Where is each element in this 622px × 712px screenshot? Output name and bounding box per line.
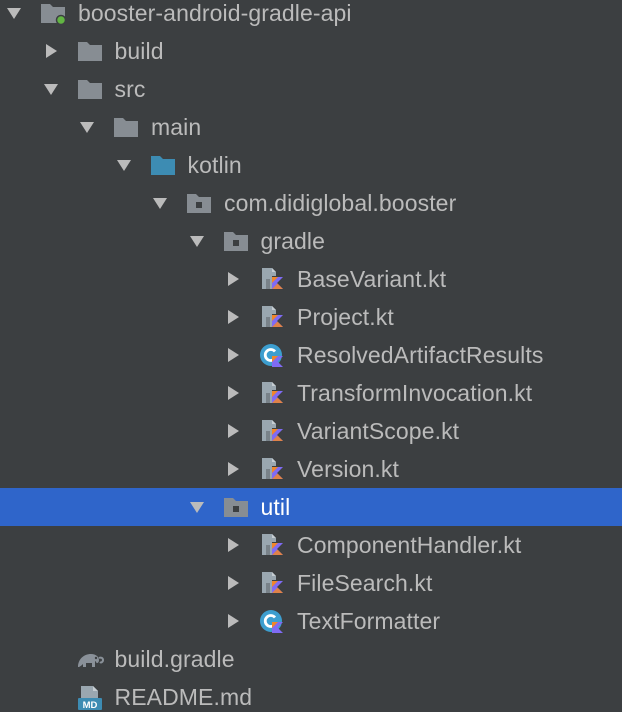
package-icon	[223, 495, 249, 519]
tree-item-label: ComponentHandler.kt	[297, 532, 522, 558]
expand-arrow-down-icon[interactable]	[152, 195, 168, 211]
source-folder-icon	[150, 153, 176, 177]
tree-row-variantscope-kt[interactable]: VariantScope.kt	[0, 412, 622, 450]
folder-icon	[113, 115, 139, 139]
kotlin-class-icon	[259, 609, 285, 633]
kotlin-file-icon	[259, 571, 285, 595]
tree-row-kotlin[interactable]: kotlin	[0, 146, 622, 184]
folder-icon	[77, 39, 103, 63]
expand-arrow-down-icon[interactable]	[189, 233, 205, 249]
tree-item-label: ResolvedArtifactResults	[297, 342, 544, 368]
kotlin-file-icon	[259, 419, 285, 443]
tree-item-label: com.didiglobal.booster	[224, 190, 457, 216]
markdown-file-icon: MD	[77, 685, 103, 711]
tree-row-build[interactable]: build	[0, 32, 622, 70]
kotlin-class-icon	[259, 343, 285, 367]
tree-item-label: TextFormatter	[297, 608, 441, 634]
folder-icon	[77, 77, 103, 101]
tree-row-readme-md[interactable]: MD README.md	[0, 678, 622, 712]
tree-row-src[interactable]: src	[0, 70, 622, 108]
tree-item-label: BaseVariant.kt	[297, 266, 447, 292]
kotlin-file-icon	[259, 457, 285, 481]
tree-row-transforminvocation-kt[interactable]: TransformInvocation.kt	[0, 374, 622, 412]
tree-row-componenthandler-kt[interactable]: ComponentHandler.kt	[0, 526, 622, 564]
collapse-arrow-right-icon[interactable]	[225, 461, 241, 477]
tree-item-label: src	[114, 76, 146, 102]
tree-row-booster-android-gradle-api[interactable]: booster-android-gradle-api	[0, 0, 622, 32]
expand-arrow-down-icon[interactable]	[116, 157, 132, 173]
tree-item-label: README.md	[114, 684, 253, 710]
collapse-arrow-right-icon[interactable]	[43, 43, 59, 59]
tree-row-textformatter[interactable]: TextFormatter	[0, 602, 622, 640]
tree-item-label: TransformInvocation.kt	[297, 380, 533, 406]
tree-row-resolvedartifactresults[interactable]: ResolvedArtifactResults	[0, 336, 622, 374]
package-icon	[186, 191, 212, 215]
package-icon	[223, 229, 249, 253]
tree-item-label: build.gradle	[114, 646, 235, 672]
tree-row-build-gradle[interactable]: build.gradle	[0, 640, 622, 678]
collapse-arrow-right-icon[interactable]	[225, 347, 241, 363]
collapse-arrow-right-icon[interactable]	[225, 423, 241, 439]
expand-arrow-down-icon[interactable]	[43, 81, 59, 97]
tree-item-label: kotlin	[187, 152, 242, 178]
tree-row-filesearch-kt[interactable]: FileSearch.kt	[0, 564, 622, 602]
collapse-arrow-right-icon[interactable]	[225, 537, 241, 553]
tree-item-label: main	[151, 114, 202, 140]
tree-row-basevariant-kt[interactable]: BaseVariant.kt	[0, 260, 622, 298]
kotlin-file-icon	[259, 305, 285, 329]
tree-row-util[interactable]: util	[0, 488, 622, 526]
tree-item-label: FileSearch.kt	[297, 570, 433, 596]
tree-row-main[interactable]: main	[0, 108, 622, 146]
tree-row-version-kt[interactable]: Version.kt	[0, 450, 622, 488]
collapse-arrow-right-icon[interactable]	[225, 385, 241, 401]
collapse-arrow-right-icon[interactable]	[225, 309, 241, 325]
kotlin-file-icon	[259, 381, 285, 405]
gradle-elephant-icon	[74, 647, 104, 671]
kotlin-file-icon	[259, 267, 285, 291]
module-folder-icon	[40, 1, 66, 25]
expand-arrow-down-icon[interactable]	[6, 5, 22, 21]
collapse-arrow-right-icon[interactable]	[225, 613, 241, 629]
tree-item-label: util	[260, 494, 291, 520]
tree-row-gradle[interactable]: gradle	[0, 222, 622, 260]
tree-item-label: gradle	[260, 228, 326, 254]
tree-item-label: Project.kt	[297, 304, 394, 330]
tree-item-label: Version.kt	[297, 456, 399, 482]
tree-row-project-kt[interactable]: Project.kt	[0, 298, 622, 336]
collapse-arrow-right-icon[interactable]	[225, 575, 241, 591]
expand-arrow-down-icon[interactable]	[189, 499, 205, 515]
tree-item-label: VariantScope.kt	[297, 418, 460, 444]
expand-arrow-down-icon[interactable]	[79, 119, 95, 135]
tree-item-label: build	[114, 38, 164, 64]
kotlin-file-icon	[259, 533, 285, 557]
collapse-arrow-right-icon[interactable]	[225, 271, 241, 287]
svg-text:MD: MD	[82, 700, 97, 711]
tree-row-com-didiglobal-booster[interactable]: com.didiglobal.booster	[0, 184, 622, 222]
tree-item-label: booster-android-gradle-api	[78, 0, 352, 26]
